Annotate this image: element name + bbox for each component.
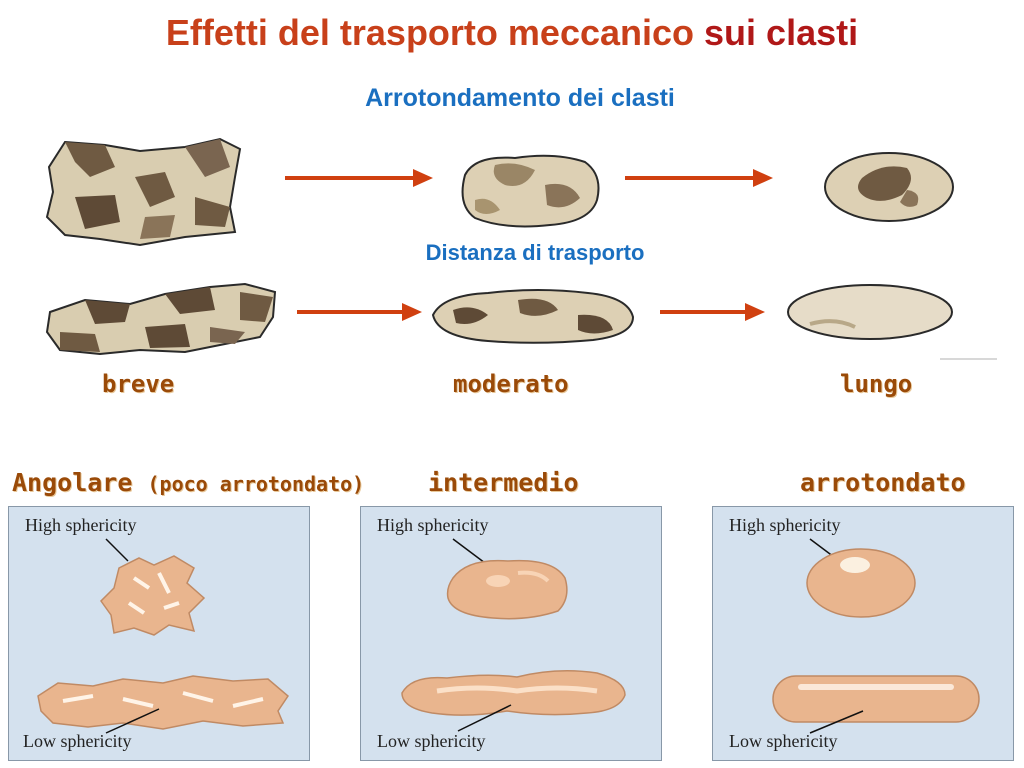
panel-rounded-high-label: High sphericity — [729, 515, 841, 535]
class-angular-note: (poco arrotondato) — [147, 472, 365, 496]
page-title: Effetti del trasporto meccanico sui clas… — [0, 12, 1024, 54]
clast-rounded-1 — [824, 152, 954, 222]
clast-rounded-2 — [787, 284, 997, 360]
arrow-2 — [625, 169, 773, 187]
clast-angular-1 — [45, 137, 242, 247]
panel-angular-low-label: Low sphericity — [23, 731, 132, 751]
panel-rounded: High sphericity Low sphericity — [712, 506, 1014, 761]
class-angular-name: Angolare — [12, 468, 133, 497]
clast-angular-2 — [45, 282, 277, 356]
class-angular: Angolare (poco arrotondato) — [12, 468, 364, 497]
class-rounded: arrotondato — [800, 468, 966, 497]
arrow-1 — [285, 169, 433, 187]
transport-distance-label: Distanza di trasporto — [425, 240, 645, 265]
pointer-line-rounded-low — [809, 710, 864, 734]
panel-angular: High sphericity Low sphericity — [8, 506, 310, 761]
panel-intermediate-high-label: High sphericity — [377, 515, 489, 535]
panel-angular-high-label: High sphericity — [25, 515, 137, 535]
distance-short: breve — [102, 370, 175, 398]
panel-rounded-low-label: Low sphericity — [729, 731, 838, 751]
pointer-line-angular-high — [105, 538, 129, 562]
arrow-3 — [297, 303, 422, 321]
grain-rounded-low — [772, 675, 980, 723]
pointer-line-angular-low — [105, 708, 160, 734]
grain-angular-low — [37, 675, 289, 730]
panel-intermediate: High sphericity Low sphericity — [360, 506, 662, 761]
grain-rounded-high — [806, 548, 916, 618]
arrow-4 — [660, 303, 765, 321]
panel-intermediate-low-label: Low sphericity — [377, 731, 486, 751]
pointer-line-intermediate-low — [457, 704, 512, 732]
clast-moderate-2 — [431, 289, 635, 344]
clast-moderate-1 — [461, 154, 600, 228]
pointer-line-intermediate-high — [452, 538, 486, 564]
grain-intermediate-low — [401, 670, 626, 716]
distance-moderate: moderato — [453, 370, 569, 398]
class-intermediate: intermedio — [428, 468, 579, 497]
grain-angular-high — [100, 555, 206, 636]
distance-long: lungo — [840, 370, 913, 398]
grain-intermediate-high — [446, 559, 568, 620]
title-accent: sui clasti — [704, 12, 859, 53]
subtitle: Arrotondamento dei clasti — [365, 84, 675, 112]
title-main: Effetti del trasporto meccanico — [165, 12, 695, 53]
